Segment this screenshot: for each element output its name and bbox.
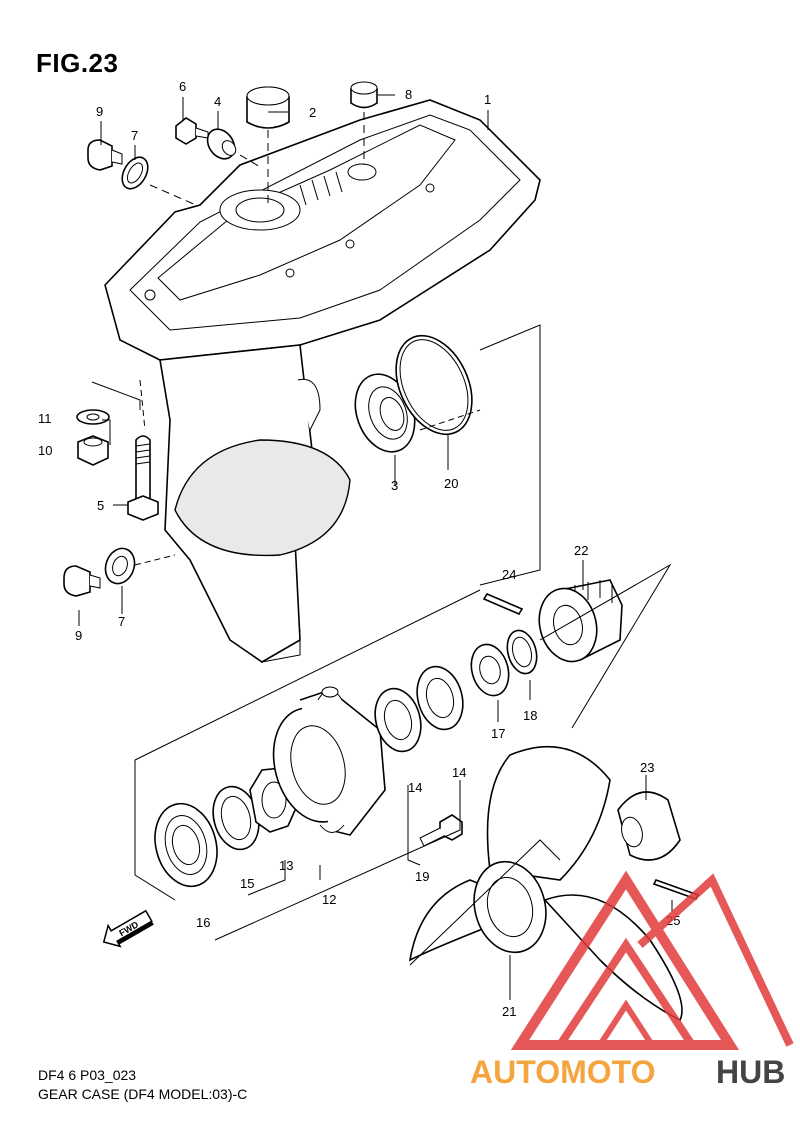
label-16: 16 xyxy=(196,915,210,930)
label-11: 11 xyxy=(38,411,52,426)
washer-4 xyxy=(206,128,237,160)
plug-9-upper xyxy=(87,139,123,171)
part-labels: 1 2 3 4 5 6 7 7 8 9 9 10 11 12 13 14 14 … xyxy=(38,79,680,1019)
bolt-19 xyxy=(419,814,463,847)
label-2: 2 xyxy=(309,105,316,120)
bolt-6 xyxy=(175,117,209,145)
label-20: 20 xyxy=(444,476,458,491)
washer-18 xyxy=(506,629,538,675)
label-5: 5 xyxy=(97,498,104,513)
collar-8 xyxy=(350,81,378,109)
bearing-15 xyxy=(212,785,260,851)
label-10: 10 xyxy=(38,443,52,458)
washer-11 xyxy=(76,409,110,425)
figure-caption: GEAR CASE (DF4 MODEL:03)-C xyxy=(38,1086,248,1102)
label-21: 21 xyxy=(502,1004,516,1019)
label-23: 23 xyxy=(640,760,654,775)
label-9-upper: 9 xyxy=(96,104,103,119)
svg-text:HUB: HUB xyxy=(716,1054,785,1090)
label-19: 19 xyxy=(415,869,429,884)
plug-9-lower xyxy=(63,565,101,597)
bearing-16 xyxy=(154,802,218,888)
label-1: 1 xyxy=(484,92,491,107)
watermark-text: AUTOMOTO HUB xyxy=(470,1054,785,1090)
bushing-2 xyxy=(246,86,290,129)
figure-title: FIG.23 xyxy=(36,48,119,78)
label-24: 24 xyxy=(502,567,516,582)
gasket-7-lower xyxy=(104,547,136,585)
fwd-arrow-icon: FWD xyxy=(102,909,154,948)
label-22: 22 xyxy=(574,543,588,558)
bushing-22 xyxy=(538,579,623,663)
label-18: 18 xyxy=(523,708,537,723)
stud-bolt-5 xyxy=(127,435,159,521)
figure-code: DF4 6 P03_023 xyxy=(38,1067,137,1083)
nut-23 xyxy=(617,791,681,861)
label-15: 15 xyxy=(240,876,254,891)
label-7-lower: 7 xyxy=(118,614,125,629)
leader-lines xyxy=(78,94,673,1000)
oil-seal-14b xyxy=(416,665,464,731)
nut-10 xyxy=(77,435,109,466)
label-17: 17 xyxy=(491,726,505,741)
gasket-7-upper xyxy=(121,156,149,190)
label-4: 4 xyxy=(214,94,221,109)
label-3: 3 xyxy=(391,478,398,493)
o-ring-20 xyxy=(395,334,473,436)
label-12: 12 xyxy=(322,892,336,907)
label-14a: 14 xyxy=(408,780,422,795)
label-14b: 14 xyxy=(452,765,466,780)
oil-seal-14a xyxy=(374,687,422,753)
pin-24 xyxy=(482,592,524,616)
bearing-housing-12 xyxy=(272,686,386,836)
propeller-21 xyxy=(408,745,683,1022)
bearing-3 xyxy=(354,373,416,453)
label-7-upper: 7 xyxy=(131,128,138,143)
label-13: 13 xyxy=(279,858,293,873)
label-8: 8 xyxy=(405,87,412,102)
thrust-washer-17 xyxy=(470,643,510,697)
label-6: 6 xyxy=(179,79,186,94)
gear-case-housing xyxy=(104,99,541,663)
watermark-logo xyxy=(510,870,794,1050)
label-9-lower: 9 xyxy=(75,628,82,643)
svg-text:AUTOMOTO: AUTOMOTO xyxy=(470,1054,655,1090)
